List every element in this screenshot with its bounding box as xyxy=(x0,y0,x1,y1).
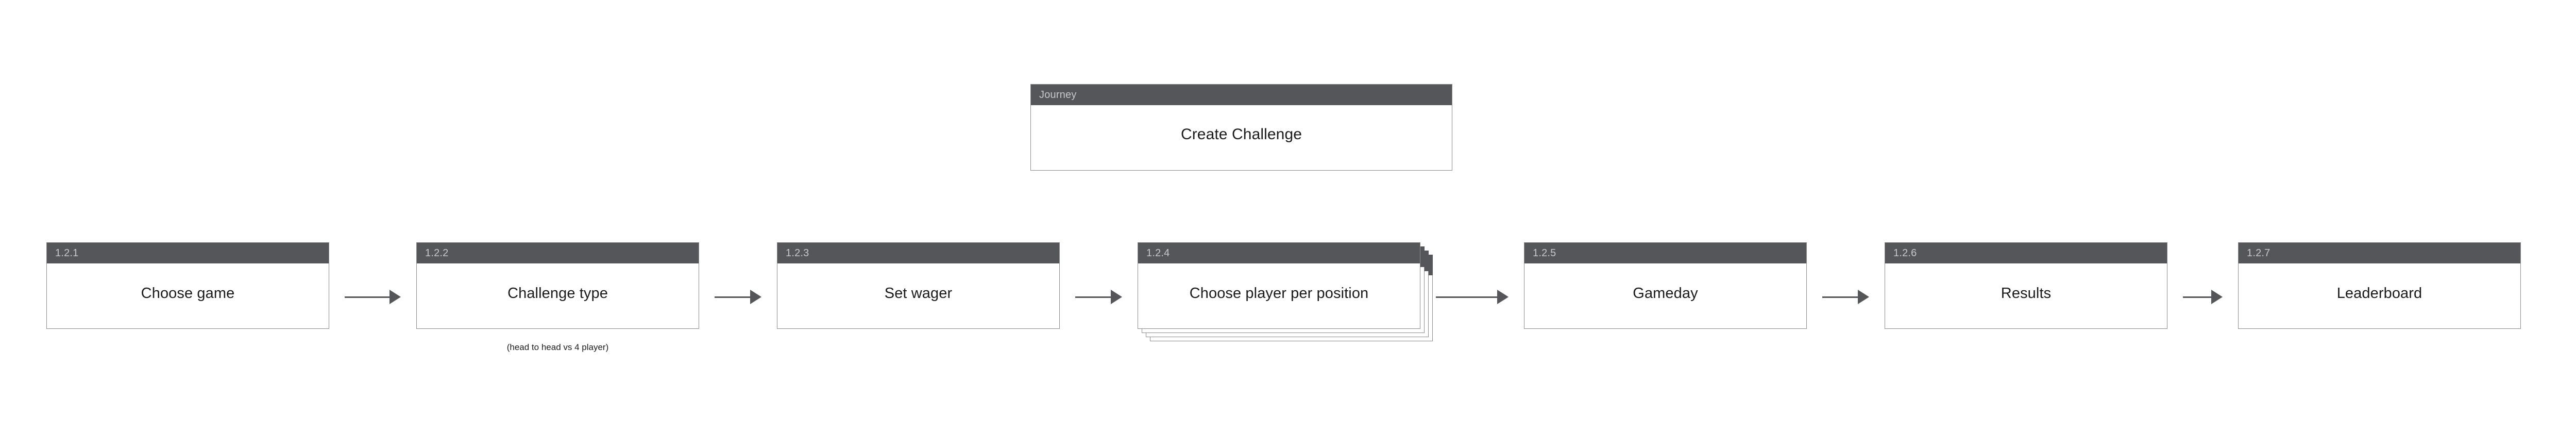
arrow-right-icon xyxy=(345,287,401,307)
arrow-shaft xyxy=(1436,296,1497,298)
journey-card-title: Create Challenge xyxy=(1180,126,1302,143)
step-card-number: 1.2.7 xyxy=(2239,243,2520,263)
step-card-label: Challenge type xyxy=(507,285,608,302)
step-card-label: Choose game xyxy=(141,285,235,302)
arrow-right-icon xyxy=(1822,287,1869,307)
arrow-head xyxy=(750,290,761,304)
step-card-number: 1.2.6 xyxy=(1885,243,2167,263)
arrow-head xyxy=(1497,290,1509,304)
arrow-head xyxy=(2211,290,2223,304)
step-card-label: Results xyxy=(2001,285,2052,302)
step-card-number: 1.2.4 xyxy=(1138,243,1420,263)
arrow-head xyxy=(1111,290,1122,304)
step-card-number: 1.2.2 xyxy=(417,243,699,263)
journey-card-header: Journey xyxy=(1031,85,1452,105)
arrow-shaft xyxy=(715,296,750,298)
journey-card[interactable]: Journey Create Challenge xyxy=(1030,84,1452,171)
step-card-label: Choose player per position xyxy=(1189,285,1369,302)
arrow-shaft xyxy=(1822,296,1858,298)
arrow-right-icon xyxy=(1075,287,1122,307)
step-card-caption: (head to head vs 4 player) xyxy=(506,342,609,352)
arrow-right-icon xyxy=(2183,287,2223,307)
arrow-shaft xyxy=(1075,296,1111,298)
arrow-head xyxy=(389,290,401,304)
arrow-shaft xyxy=(345,296,389,298)
step-card-label: Gameday xyxy=(1633,285,1698,302)
step-card-label: Set wager xyxy=(884,285,953,302)
step-card-number: 1.2.3 xyxy=(777,243,1059,263)
step-card-number: 1.2.1 xyxy=(47,243,329,263)
arrow-head xyxy=(1858,290,1869,304)
step-card-label: Leaderboard xyxy=(2336,285,2422,302)
step-card-number: 1.2.5 xyxy=(1524,243,1806,263)
arrow-right-icon xyxy=(1436,287,1509,307)
arrow-shaft xyxy=(2183,296,2211,298)
arrow-right-icon xyxy=(715,287,761,307)
